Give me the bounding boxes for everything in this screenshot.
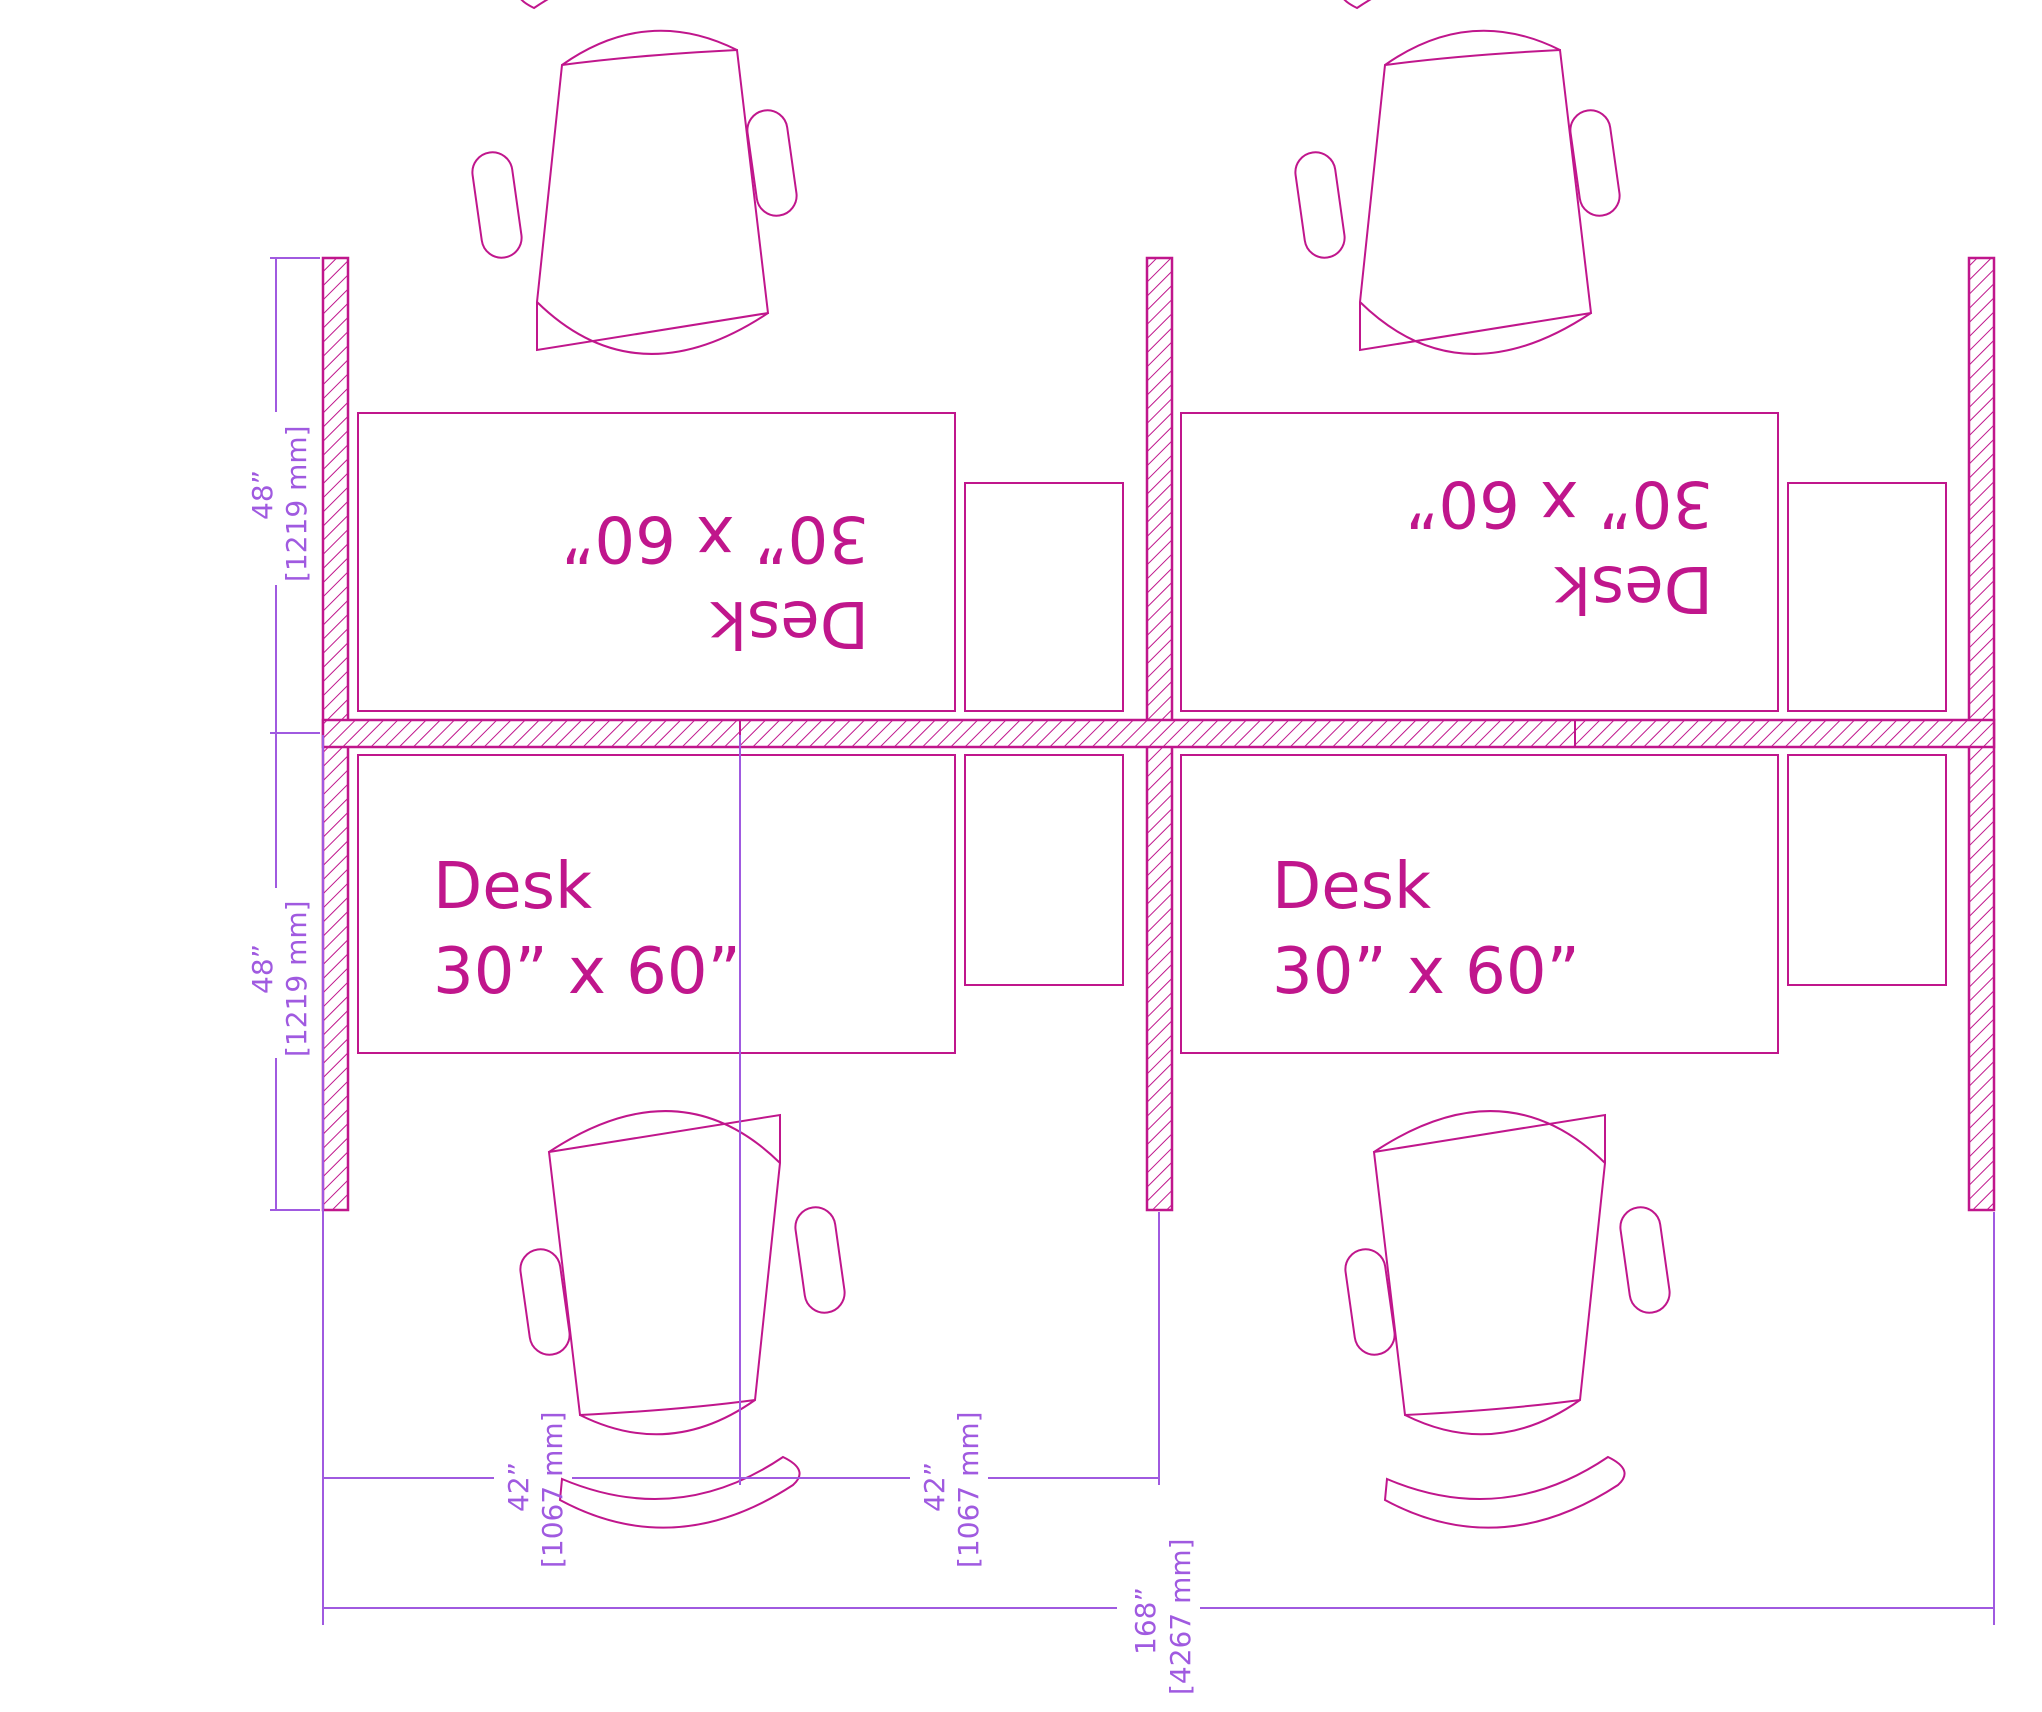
dimension-metric: [1067 mm] [952, 1411, 985, 1568]
dimension-value: 42” [502, 1462, 535, 1512]
dimension-metric: [1219 mm] [280, 900, 313, 1057]
dimension-overall: 168” [4267 mm] [323, 1212, 1995, 1695]
side-return-surface [964, 754, 1124, 986]
desk-name-label: Desk [1272, 850, 1431, 924]
dimension-metric: [1219 mm] [280, 425, 313, 582]
panel-center-spine [321, 718, 1996, 749]
dimension-value: 42” [918, 1462, 951, 1512]
office-chair-icon [1291, 0, 1624, 355]
dimension-value: 48” [246, 470, 279, 520]
dimension-value: 168” [1129, 1587, 1162, 1655]
desk-size-label: 30” x 60” [561, 501, 869, 575]
side-return-surface [964, 482, 1124, 712]
desk-surface [1180, 754, 1779, 1054]
desk-name-label: Desk [710, 586, 869, 660]
dimension-value: 48” [246, 944, 279, 994]
office-chair-icon [1341, 1110, 1674, 1529]
desk-size-label: 30” x 60” [1405, 466, 1713, 540]
partition-panels [321, 256, 1996, 1212]
side-return-surface [1787, 754, 1947, 986]
workstation-top-left: Desk 30” x 60” [357, 412, 1124, 712]
office-chair-icon [468, 0, 801, 355]
dimension-left-lower: 48” [1219 mm] [246, 733, 320, 1211]
workstation-bottom-left: Desk 30” x 60” [357, 754, 1124, 1054]
dimension-bottom-left: 42” [1067 mm] [322, 735, 741, 1625]
dimension-metric: [1067 mm] [536, 1411, 569, 1568]
desk-name-label: Desk [1554, 551, 1713, 625]
side-return-surface [1787, 482, 1947, 712]
desk-name-label: Desk [433, 850, 592, 924]
desk-surface [357, 412, 956, 712]
dimension-metric: [4267 mm] [1164, 1538, 1197, 1695]
desk-size-label: 30” x 60” [433, 935, 741, 1009]
dimension-bottom-mid: 42” [1067 mm] [740, 1212, 1160, 1568]
dimension-left-upper: 48” [1219 mm] [246, 257, 320, 734]
desk-size-label: 30” x 60” [1272, 935, 1580, 1009]
workstation-top-right: Desk 30” x 60” [1180, 412, 1947, 712]
workstation-bottom-right: Desk 30” x 60” [1180, 754, 1947, 1054]
desk-surface [1180, 412, 1779, 712]
desk-surface [357, 754, 956, 1054]
